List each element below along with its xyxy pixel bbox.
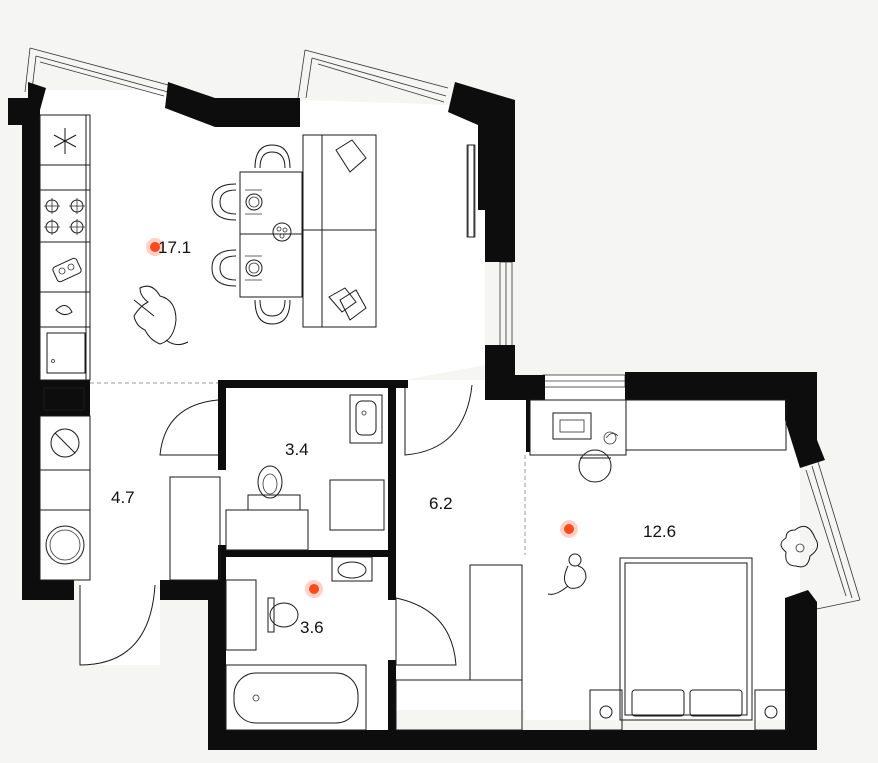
snowflake-icon bbox=[53, 128, 77, 154]
bath-toilet-icon bbox=[267, 597, 299, 633]
dish-rack-icon bbox=[52, 257, 82, 283]
plant-icon bbox=[780, 525, 819, 568]
plate-icon bbox=[245, 189, 292, 281]
bathroom-fixtures bbox=[225, 556, 373, 731]
washer-icon bbox=[50, 428, 80, 458]
area-label-corridor: 6.2 bbox=[429, 494, 453, 513]
marker-living-kitchen[interactable] bbox=[146, 238, 164, 256]
dog-icon bbox=[133, 285, 189, 346]
wc-fixtures bbox=[225, 394, 385, 551]
entrance-door bbox=[79, 584, 156, 666]
area-label-living-kitchen: 17.1 bbox=[158, 238, 191, 257]
wardrobe bbox=[395, 564, 523, 731]
tv-icon bbox=[467, 144, 475, 238]
bed bbox=[619, 557, 753, 721]
area-label-wc: 3.4 bbox=[285, 440, 309, 459]
floor bbox=[40, 90, 800, 735]
area-label-bedroom: 12.6 bbox=[643, 522, 676, 541]
oven-icon bbox=[46, 332, 86, 374]
hall-cabinets bbox=[39, 387, 91, 581]
nightstand bbox=[589, 689, 788, 731]
chair-icon bbox=[211, 144, 291, 325]
dining-table bbox=[239, 171, 303, 298]
lamp-icon bbox=[603, 431, 619, 445]
marker-bedroom[interactable] bbox=[560, 520, 578, 538]
desk-chair-icon bbox=[578, 449, 612, 483]
walls bbox=[8, 82, 825, 750]
cat-icon bbox=[547, 553, 587, 595]
area-label-hall: 4.7 bbox=[111, 488, 135, 507]
pillow-icon bbox=[328, 139, 367, 321]
shelf bbox=[169, 476, 221, 581]
desk bbox=[526, 399, 787, 456]
marker-bathroom[interactable] bbox=[305, 580, 323, 598]
door-swing bbox=[159, 384, 473, 666]
area-label-bathroom: 3.6 bbox=[300, 618, 324, 637]
cooktop-icon bbox=[44, 198, 85, 235]
sofa bbox=[302, 134, 377, 328]
toilet-icon bbox=[257, 465, 283, 499]
sink-icon bbox=[55, 305, 73, 316]
kitchen-counter bbox=[39, 114, 91, 381]
